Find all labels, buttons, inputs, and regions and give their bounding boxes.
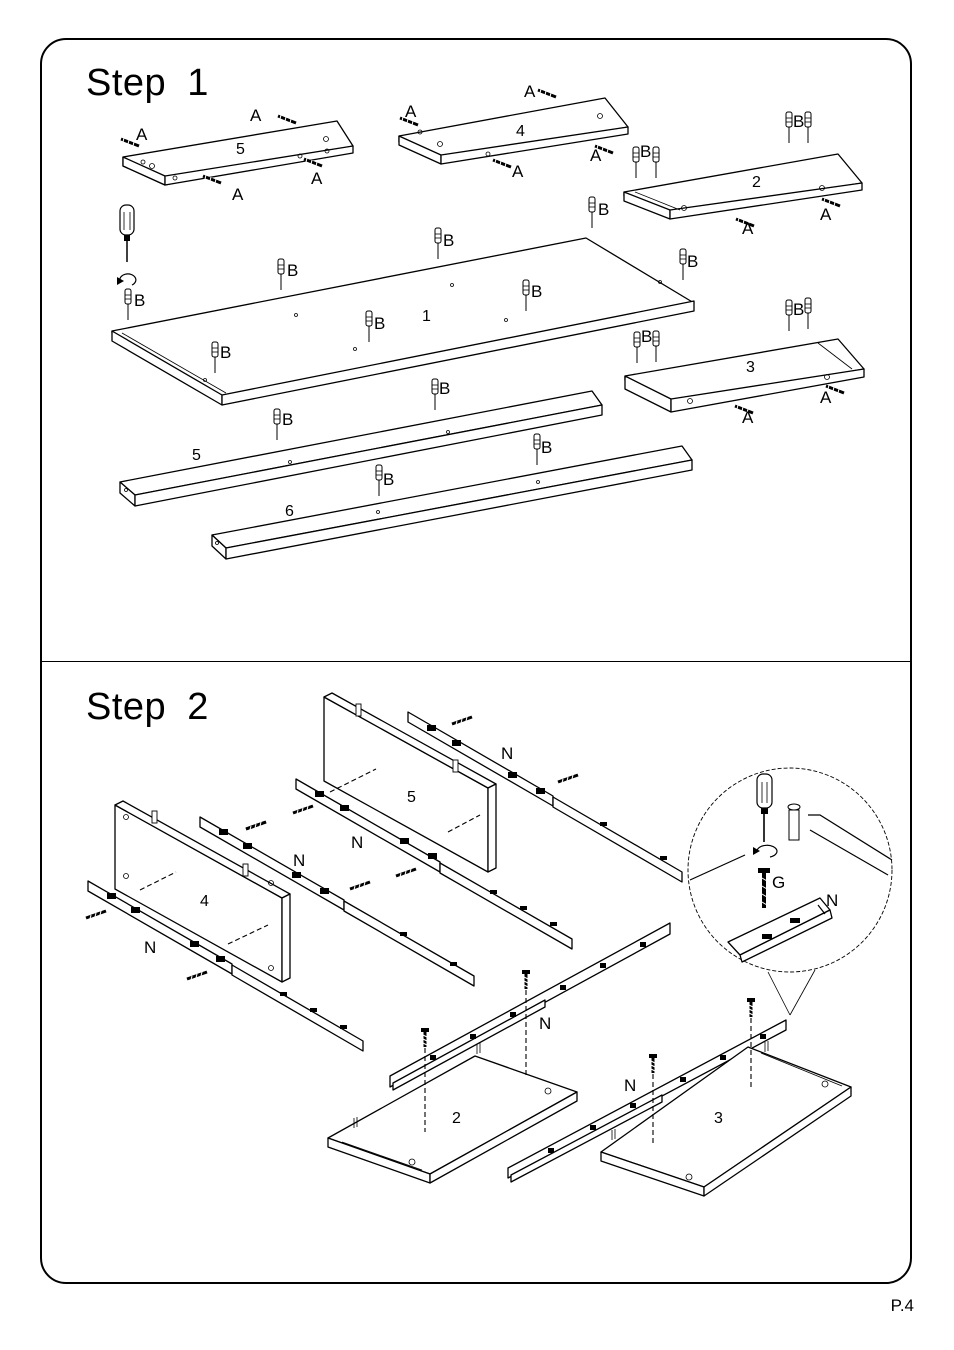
label-n: N: [501, 744, 513, 763]
label-b: B: [220, 343, 231, 362]
label-b: B: [282, 410, 293, 429]
label-b: B: [134, 291, 145, 310]
panel-1: B B B B B B B B 1: [112, 197, 698, 405]
panel-number: 2: [452, 1110, 461, 1127]
panel-number: 1: [422, 308, 431, 325]
label-b: B: [443, 231, 454, 250]
label-n: N: [826, 891, 838, 910]
label-n: N: [144, 938, 156, 957]
panel-number: 3: [746, 359, 755, 376]
rotate-arrow-icon: [117, 274, 136, 285]
label-g: G: [772, 873, 785, 892]
label-b: B: [439, 379, 450, 398]
panel-number: 2: [752, 174, 761, 191]
label-b: B: [541, 438, 552, 457]
label-b: B: [687, 252, 698, 271]
panel-number: 6: [285, 503, 294, 520]
label-b: B: [793, 112, 804, 131]
label-b: B: [383, 470, 394, 489]
label-b: B: [793, 300, 804, 319]
panel-5-top: A A A A 5: [121, 106, 353, 204]
label-n: N: [293, 851, 305, 870]
label-b: B: [598, 200, 609, 219]
panel-number: 5: [236, 141, 245, 158]
panel-4-top: A A A A 4: [399, 82, 628, 181]
label-a: A: [405, 102, 417, 121]
label-a: A: [742, 408, 754, 427]
label-a: A: [742, 219, 754, 238]
panel-number: 4: [516, 123, 525, 140]
label-b: B: [374, 314, 385, 333]
label-n: N: [624, 1076, 636, 1095]
label-b: B: [531, 282, 542, 301]
panel-2-top: B B A A 2: [624, 112, 862, 238]
drawer-side-3: 3: [601, 998, 851, 1196]
label-a: A: [524, 82, 536, 101]
label-n: N: [539, 1014, 551, 1033]
panel-number: 5: [407, 789, 416, 806]
label-a: A: [590, 146, 602, 165]
label-a: A: [512, 162, 524, 181]
label-a: A: [820, 205, 832, 224]
label-a: A: [311, 169, 323, 188]
label-n: N: [351, 833, 363, 852]
label-b: B: [640, 142, 651, 161]
label-a: A: [250, 106, 262, 125]
label-b: B: [287, 261, 298, 280]
screwdriver-icon: [120, 205, 134, 262]
label-b: B: [641, 327, 652, 346]
label-a: A: [232, 185, 244, 204]
label-a: A: [820, 388, 832, 407]
label-a: A: [136, 125, 148, 144]
step-2-diagram: 5 4: [86, 693, 892, 1196]
panel-number: 3: [714, 1110, 723, 1127]
step-1-diagram: A A A A 5 A A A A 4: [112, 82, 864, 559]
detail-callout: G N: [688, 768, 892, 1015]
panel-number: 4: [200, 893, 209, 910]
panel-number: 5: [192, 447, 201, 464]
